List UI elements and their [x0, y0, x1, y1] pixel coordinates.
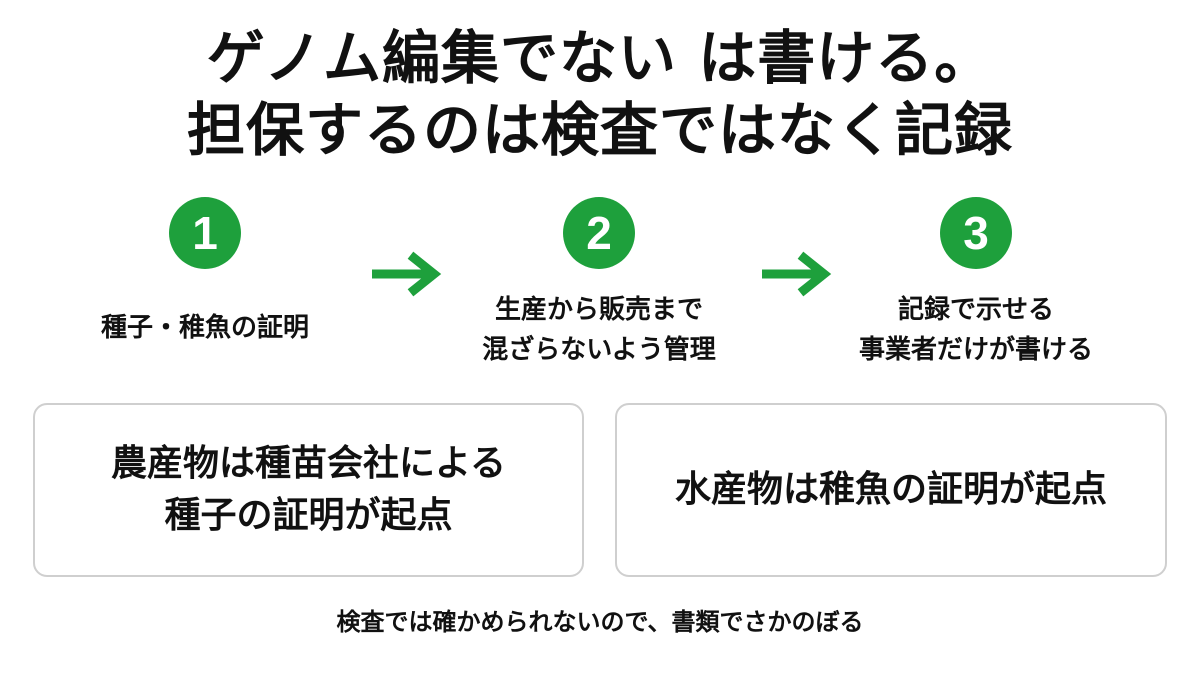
step-3-text: 記録で示せる 事業者だけが書ける: [796, 290, 1156, 370]
page-title: ゲノム編集でない は書ける。 担保するのは検査ではなく記録: [0, 22, 1200, 166]
step-2-text: 生産から販売まで 混ざらないよう管理: [419, 290, 779, 370]
step-3-line-2: 事業者だけが書ける: [858, 335, 1093, 365]
step-2-line-2: 混ざらないよう管理: [482, 335, 716, 365]
card-agriculture-line-1: 農産物は種苗会社による: [111, 443, 506, 484]
arrow-right-icon: [762, 251, 832, 297]
footer-note: 検査では確かめられないので、書類でさかのぼる: [336, 608, 864, 636]
title-line-2: 担保するのは検査ではなく記録: [186, 96, 1013, 164]
card-agriculture: 農産物は種苗会社による 種子の証明が起点: [33, 403, 584, 577]
card-agriculture-text: 農産物は種苗会社による 種子の証明が起点: [111, 438, 506, 542]
arrow-right-icon: [372, 251, 442, 297]
card-fishery-text: 水産物は稚魚の証明が起点: [675, 464, 1107, 516]
card-fishery: 水産物は稚魚の証明が起点: [615, 403, 1167, 577]
step-1-badge: 1: [169, 197, 241, 269]
card-agriculture-line-2: 種子の証明が起点: [164, 495, 453, 536]
title-line-1: ゲノム編集でない は書ける。: [206, 24, 994, 92]
step-1-text: 種子・稚魚の証明: [25, 308, 385, 348]
step-3-badge: 3: [940, 197, 1012, 269]
step-2-line-1: 生産から販売まで: [494, 295, 703, 325]
step-3-line-1: 記録で示せる: [897, 295, 1054, 325]
card-fishery-line-1: 水産物は稚魚の証明が起点: [674, 469, 1107, 510]
step-2-badge: 2: [563, 197, 635, 269]
step-1-line-1: 種子・稚魚の証明: [100, 313, 309, 343]
